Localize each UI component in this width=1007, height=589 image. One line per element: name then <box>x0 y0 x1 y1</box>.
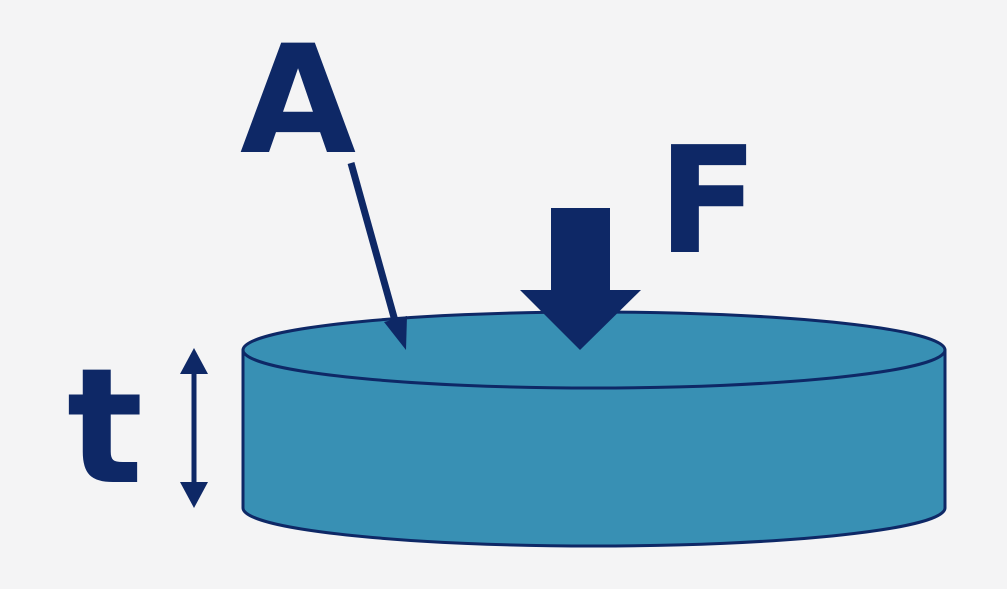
disk-side <box>241 348 947 548</box>
thickness-arrow-up-head <box>180 348 208 374</box>
thickness-label: t <box>67 333 143 520</box>
disk <box>241 310 947 548</box>
thickness-arrow-down-head <box>180 482 208 508</box>
force-label: F <box>657 115 758 287</box>
area-pointer-arrow <box>347 162 407 350</box>
area-pointer-arrow-head <box>384 316 407 350</box>
thickness-arrow <box>180 348 208 508</box>
force-arrow-head <box>520 290 641 350</box>
force-arrow <box>520 208 641 350</box>
area-label: A <box>240 14 356 188</box>
